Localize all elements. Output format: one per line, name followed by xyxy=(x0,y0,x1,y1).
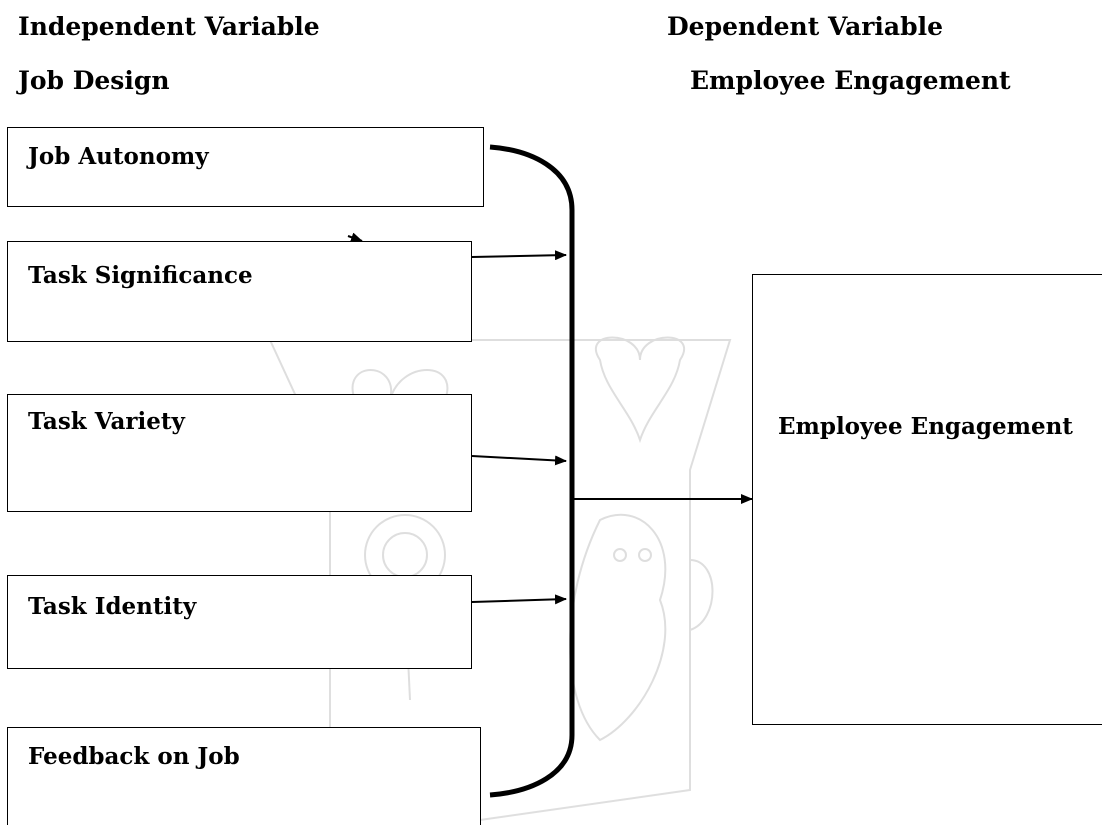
arrow-task-variety xyxy=(471,455,567,466)
job-autonomy-label: Job Autonomy xyxy=(28,143,209,170)
task-identity-box: Task Identity xyxy=(7,575,472,669)
task-significance-box: Task Significance xyxy=(7,241,472,342)
employee-engagement-box: Employee Engagement xyxy=(752,274,1102,725)
independent-variable-heading: Independent Variable xyxy=(18,12,320,41)
stray-arrow xyxy=(347,232,363,243)
feedback-on-job-box: Feedback on Job xyxy=(7,727,481,825)
job-design-heading: Job Design xyxy=(18,66,170,95)
job-autonomy-box: Job Autonomy xyxy=(7,127,484,207)
task-identity-label: Task Identity xyxy=(28,593,197,620)
task-variety-box: Task Variety xyxy=(7,394,472,512)
heart-icon xyxy=(595,336,685,444)
arrow-task-identity xyxy=(471,594,567,605)
task-variety-label: Task Variety xyxy=(28,408,185,435)
arrow-task-significance xyxy=(471,250,567,261)
feedback-on-job-label: Feedback on Job xyxy=(28,743,240,770)
employee-engagement-label: Employee Engagement xyxy=(778,413,1073,440)
grouping-bracket xyxy=(489,144,575,798)
dependent-variable-heading: Dependent Variable xyxy=(667,12,944,41)
employee-engagement-heading: Employee Engagement xyxy=(690,66,1011,95)
task-significance-label: Task Significance xyxy=(28,262,253,289)
